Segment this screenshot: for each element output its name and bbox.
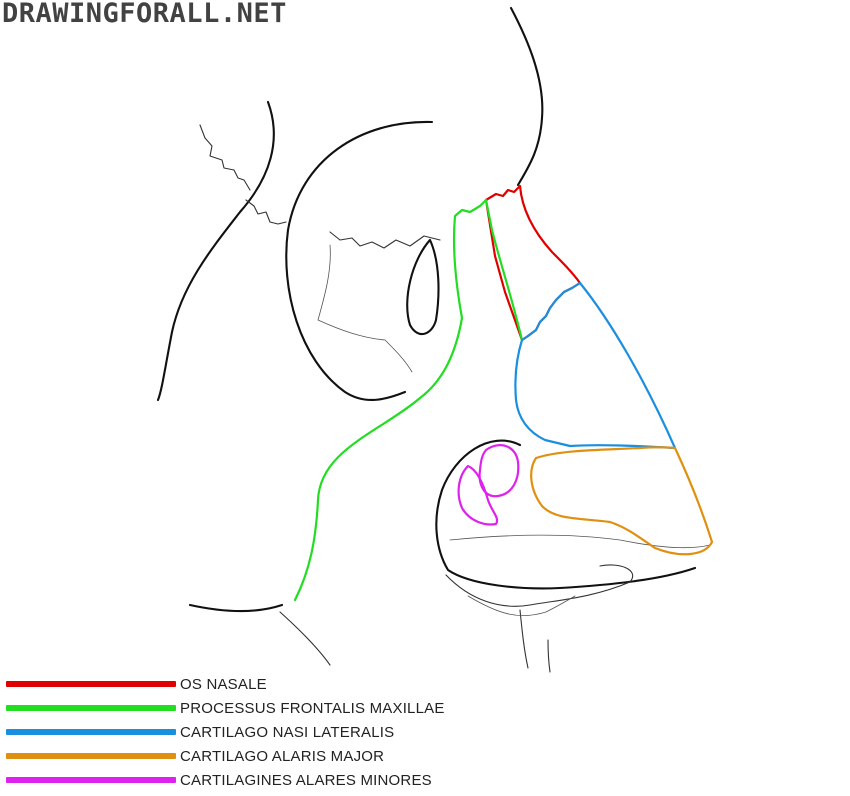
legend-label: CARTILAGINES ALARES MINORES	[180, 771, 432, 789]
suture-zigzag-2	[245, 199, 287, 225]
cartilago-alaris-major-outline	[530, 446, 714, 556]
legend-swatch-magenta	[6, 777, 176, 783]
nostril-sketch	[435, 439, 711, 617]
jaw-line	[279, 611, 331, 666]
legend: OS NASALE PROCESSUS FRONTALIS MAXILLAE C…	[6, 672, 466, 792]
columella-neck	[519, 609, 529, 669]
columella-neck-2	[547, 639, 551, 673]
orbit-crack	[317, 244, 413, 373]
legend-label: CARTILAGO ALARIS MAJOR	[180, 747, 385, 765]
nostril-sill	[467, 595, 576, 617]
legend-item-os-nasale: OS NASALE	[6, 672, 466, 696]
legend-swatch-orange	[6, 753, 176, 759]
suture-zigzag	[199, 124, 251, 191]
skull-sketch	[156, 6, 551, 673]
alar-groove	[449, 534, 711, 549]
cheek-line	[188, 603, 284, 613]
minor-cartilage-lower	[457, 464, 499, 526]
legend-swatch-blue	[6, 729, 176, 735]
legend-swatch-red	[6, 681, 176, 687]
legend-item-cartilago-alaris-major: CARTILAGO ALARIS MAJOR	[6, 744, 466, 768]
cartilago-nasi-lateralis-outline	[514, 281, 677, 450]
nostril-opening	[445, 564, 633, 607]
lacrimal-fossa	[406, 238, 440, 336]
processus-frontalis-outline	[293, 198, 524, 602]
nose-profile-line	[509, 6, 544, 187]
legend-label: OS NASALE	[180, 675, 267, 693]
cartilagines-alares-minores	[457, 444, 520, 526]
orbit-suture	[329, 231, 441, 249]
minor-cartilage-upper	[478, 444, 520, 498]
legend-item-cartilago-nasi-lateralis: CARTILAGO NASI LATERALIS	[6, 720, 466, 744]
site-watermark: DRAWINGFORALL.NET	[2, 0, 287, 29]
legend-swatch-green	[6, 705, 176, 711]
temporal-line	[156, 100, 275, 402]
orbit-outline	[285, 120, 434, 402]
ala-outline	[435, 439, 697, 590]
legend-label: PROCESSUS FRONTALIS MAXILLAE	[180, 699, 445, 717]
legend-item-cartilagines-alares-minores: CARTILAGINES ALARES MINORES	[6, 768, 466, 792]
legend-item-processus-frontalis: PROCESSUS FRONTALIS MAXILLAE	[6, 696, 466, 720]
legend-label: CARTILAGO NASI LATERALIS	[180, 723, 395, 741]
